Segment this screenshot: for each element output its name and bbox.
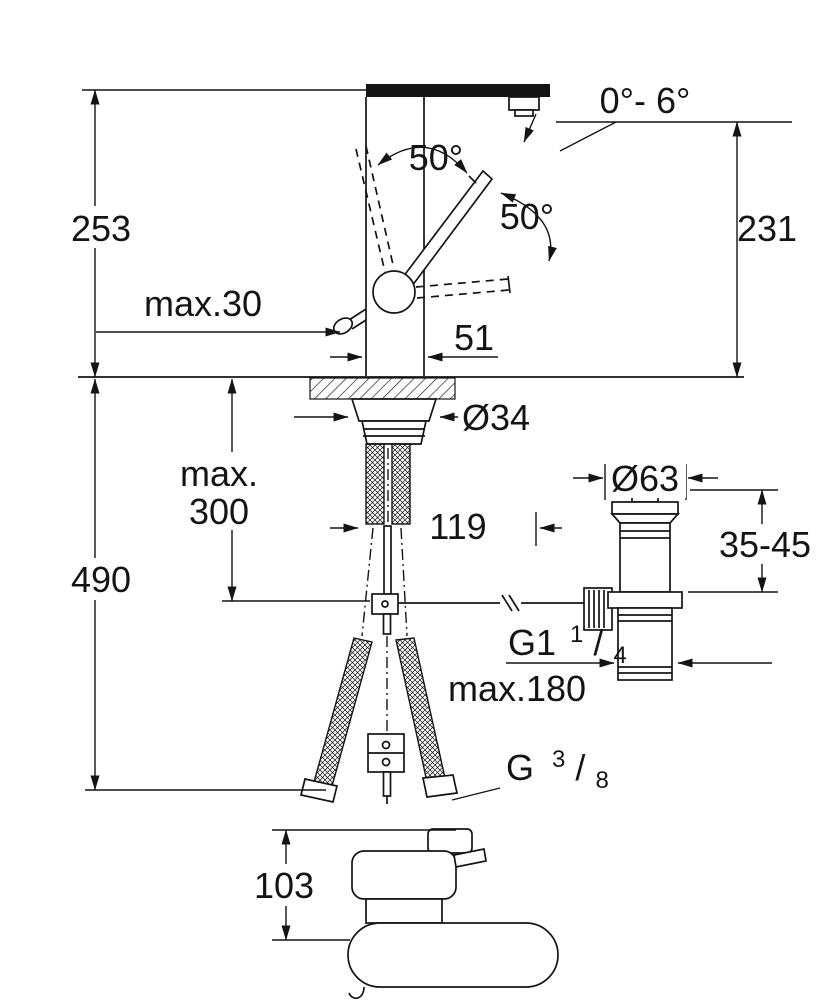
dim-253-label: 253 xyxy=(71,208,131,249)
lever-up-position xyxy=(365,145,395,270)
lever-down-position xyxy=(415,278,509,288)
hose-fitting-right xyxy=(421,774,459,798)
g114-slash: / xyxy=(593,622,603,663)
pop-up-rod xyxy=(382,771,392,797)
g114-denominator: 4 xyxy=(613,642,626,669)
mounting-nut xyxy=(360,420,428,445)
horseshoe-washer xyxy=(350,398,438,422)
drain-flange xyxy=(607,591,683,609)
angle-50-lower-label: 50° xyxy=(500,196,554,237)
dim-119-label: 119 xyxy=(429,506,486,547)
g38-denominator: 8 xyxy=(595,767,608,794)
dim-490-label: 490 xyxy=(71,559,131,600)
clamp-screw xyxy=(381,600,389,608)
pop-up-rod xyxy=(383,525,392,595)
dimension-g38-leader xyxy=(451,787,501,801)
angle-50-upper-label: 50° xyxy=(409,137,463,178)
aerator xyxy=(508,96,540,111)
flex-hose-left xyxy=(313,637,373,787)
g38-slash: / xyxy=(575,747,585,788)
side-spout xyxy=(427,828,473,854)
faucet-front-view xyxy=(332,84,617,376)
mounting-surface xyxy=(78,376,744,445)
tilt-reference-line xyxy=(559,121,617,152)
g114-label: G1 1 / 4 xyxy=(508,609,627,669)
dim-51-label: 51 xyxy=(454,317,494,358)
labels: 253 231 0°- 6° 50° 50° max.30 51 Ø34 max… xyxy=(62,80,816,906)
lever-ball-joint xyxy=(372,270,416,314)
dia-34-label: Ø34 xyxy=(462,397,530,438)
side-base xyxy=(347,922,559,988)
rod-break-mark xyxy=(501,594,513,612)
countertop-hatch xyxy=(309,377,456,400)
g38-prefix: G xyxy=(506,747,534,788)
lever-handle xyxy=(398,169,494,292)
lever-down-tip xyxy=(507,275,511,294)
coupler-screw xyxy=(381,757,391,767)
hose-centerline-right xyxy=(400,527,408,637)
side-lever xyxy=(453,847,487,869)
dim-231-label: 231 xyxy=(737,208,797,249)
water-stream-arrow xyxy=(523,113,537,143)
g38-label: G 3 / 8 xyxy=(506,734,609,794)
supply-hose-right xyxy=(391,443,411,525)
hose-centerline-left xyxy=(361,527,374,637)
side-rod-hook xyxy=(348,986,365,1000)
rotation-arc-upper xyxy=(377,146,468,174)
drain-upper-body xyxy=(619,522,671,593)
dimension-119 xyxy=(330,512,562,546)
lever-tick xyxy=(468,175,477,184)
max-180-label: max.180 xyxy=(448,668,586,709)
drain-assembly xyxy=(583,489,683,681)
aerator-outlet xyxy=(514,109,534,117)
g114-prefix: G1 xyxy=(508,622,556,663)
rod-break-mark xyxy=(508,594,520,612)
dim-300-label: 300 xyxy=(189,491,249,532)
pull-knob xyxy=(348,308,367,321)
lever-down-position xyxy=(416,289,510,299)
drain-plug-cap xyxy=(611,501,679,515)
lever-up-position xyxy=(355,148,386,273)
pop-up-rod xyxy=(382,613,392,635)
dimension-231 xyxy=(556,121,792,378)
drain-lower-body xyxy=(617,607,673,681)
g38-numerator: 3 xyxy=(552,746,565,773)
dia-63-label: Ø63 xyxy=(611,458,679,499)
range-35-45-label: 35-45 xyxy=(719,524,811,565)
spout-top-plate xyxy=(366,84,550,97)
g114-numerator: 1 xyxy=(570,621,583,648)
max-word-label: max. xyxy=(180,453,258,494)
drain-neck xyxy=(610,513,680,524)
max-30-label: max.30 xyxy=(144,283,262,324)
side-body xyxy=(351,850,457,900)
pull-knob xyxy=(351,319,367,330)
coupler-screw xyxy=(381,740,391,750)
faucet-side-view xyxy=(347,828,559,1000)
dim-103-label: 103 xyxy=(254,865,314,906)
supply-hose-left xyxy=(365,443,385,525)
angle-range-label: 0°- 6° xyxy=(600,80,691,121)
rotation-arc-lower xyxy=(500,192,557,262)
supply-hoses-and-rod xyxy=(299,443,584,804)
side-neck xyxy=(365,898,443,924)
